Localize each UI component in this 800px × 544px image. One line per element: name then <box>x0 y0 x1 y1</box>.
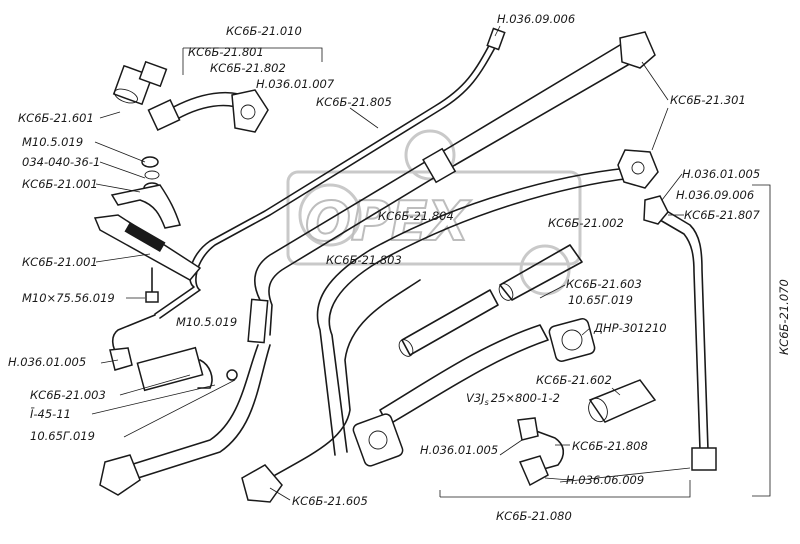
part-labels: КС6Б-21.010 КС6Б-21.801 КС6Б-21.802 Н.03… <box>8 12 791 523</box>
fitting-ks6b-21-601 <box>112 60 168 106</box>
elbow-ks6b-21-808 <box>517 417 565 487</box>
elbow-h036-01-005-left <box>109 314 156 371</box>
clamp-ks6b-21-003 <box>136 346 238 392</box>
hose-ks6b-21-603 <box>498 244 583 301</box>
label-h036-06-009: Н.036.06.009 <box>566 473 644 487</box>
pipe-ks6b-21-803 <box>99 298 271 496</box>
label-ks6b-21-080: КС6Б-21.080 <box>496 509 572 523</box>
label-h036-01-005-right: Н.036.01.005 <box>682 167 760 181</box>
label-dnr-301210: ДНР-301210 <box>593 321 667 335</box>
label-ks6b-21-603: КС6Б-21.603 <box>566 277 642 291</box>
label-ks6b-21-808: КС6Б-21.808 <box>572 439 648 453</box>
label-034-040-36-1: 034-040-36-1 <box>22 155 100 169</box>
hose-ks6b-21-804 <box>398 289 499 357</box>
clamp-ks6b-21-001-upper <box>110 184 181 229</box>
flange-dnr-301210 <box>548 318 596 362</box>
label-m10-5-019-lower: М10.5.019 <box>176 315 237 329</box>
label-ks6b-21-802: КС6Б-21.802 <box>210 61 286 75</box>
label-h036-01-005-bottom: Н.036.01.005 <box>420 443 498 457</box>
label-ks6b-21-001-bottom: КС6Б-21.001 <box>22 255 98 269</box>
bolt-m10x75 <box>145 267 159 303</box>
hose-v3j <box>352 324 549 467</box>
watermark-logo: OPEX <box>286 129 582 296</box>
label-i-45-11: Ī-45-11 <box>30 407 71 421</box>
label-ks6b-21-010: КС6Б-21.010 <box>226 24 302 38</box>
label-ks6b-21-807: КС6Б-21.807 <box>684 208 760 222</box>
label-ks6b-21-605: КС6Б-21.605 <box>292 494 368 508</box>
label-h036-09-006-top: Н.036.09.006 <box>497 12 575 26</box>
label-ks6b-21-003: КС6Б-21.003 <box>30 388 106 402</box>
label-h036-09-006-right: Н.036.09.006 <box>676 188 754 202</box>
label-m10-5-019: М10.5.019 <box>22 135 83 149</box>
pipe-ks6b-21-070 <box>643 195 717 471</box>
pipe-ks6b-21-605 <box>241 279 421 503</box>
label-10-65g-019-right: 10.65Г.019 <box>568 293 633 307</box>
label-ks6b-21-002: КС6Б-21.002 <box>548 216 624 230</box>
pipe-ks6b-21-002 <box>316 149 659 456</box>
label-ks6b-21-804: КС6Б-21.804 <box>378 209 454 223</box>
label-h036-01-007: Н.036.01.007 <box>256 77 335 91</box>
label-ks6b-21-601: КС6Б-21.601 <box>18 111 94 125</box>
label-ks6b-21-801: КС6Б-21.801 <box>188 45 264 59</box>
label-h036-01-005-left: Н.036.01.005 <box>8 355 86 369</box>
label-m10x75: М10×75.56.019 <box>22 291 115 305</box>
label-ks6b-21-301: КС6Б-21.301 <box>670 93 746 107</box>
leader-lines <box>91 25 771 501</box>
label-ks6b-21-805: КС6Б-21.805 <box>316 95 392 109</box>
label-ks6b-21-070: КС6Б-21.070 <box>777 279 791 355</box>
label-ks6b-21-001-top: КС6Б-21.001 <box>22 177 98 191</box>
adapter-ks6b-21-602 <box>588 379 657 423</box>
elbow-ks6b-21-802 <box>147 89 269 133</box>
label-ks6b-21-602: КС6Б-21.602 <box>536 373 612 387</box>
label-ks6b-21-803: КС6Б-21.803 <box>326 253 402 267</box>
label-10-65g-019-left: 10.65Г.019 <box>30 429 95 443</box>
clamp-ks6b-21-001-lower <box>93 214 202 281</box>
svg-text:OPEX: OPEX <box>305 190 471 253</box>
